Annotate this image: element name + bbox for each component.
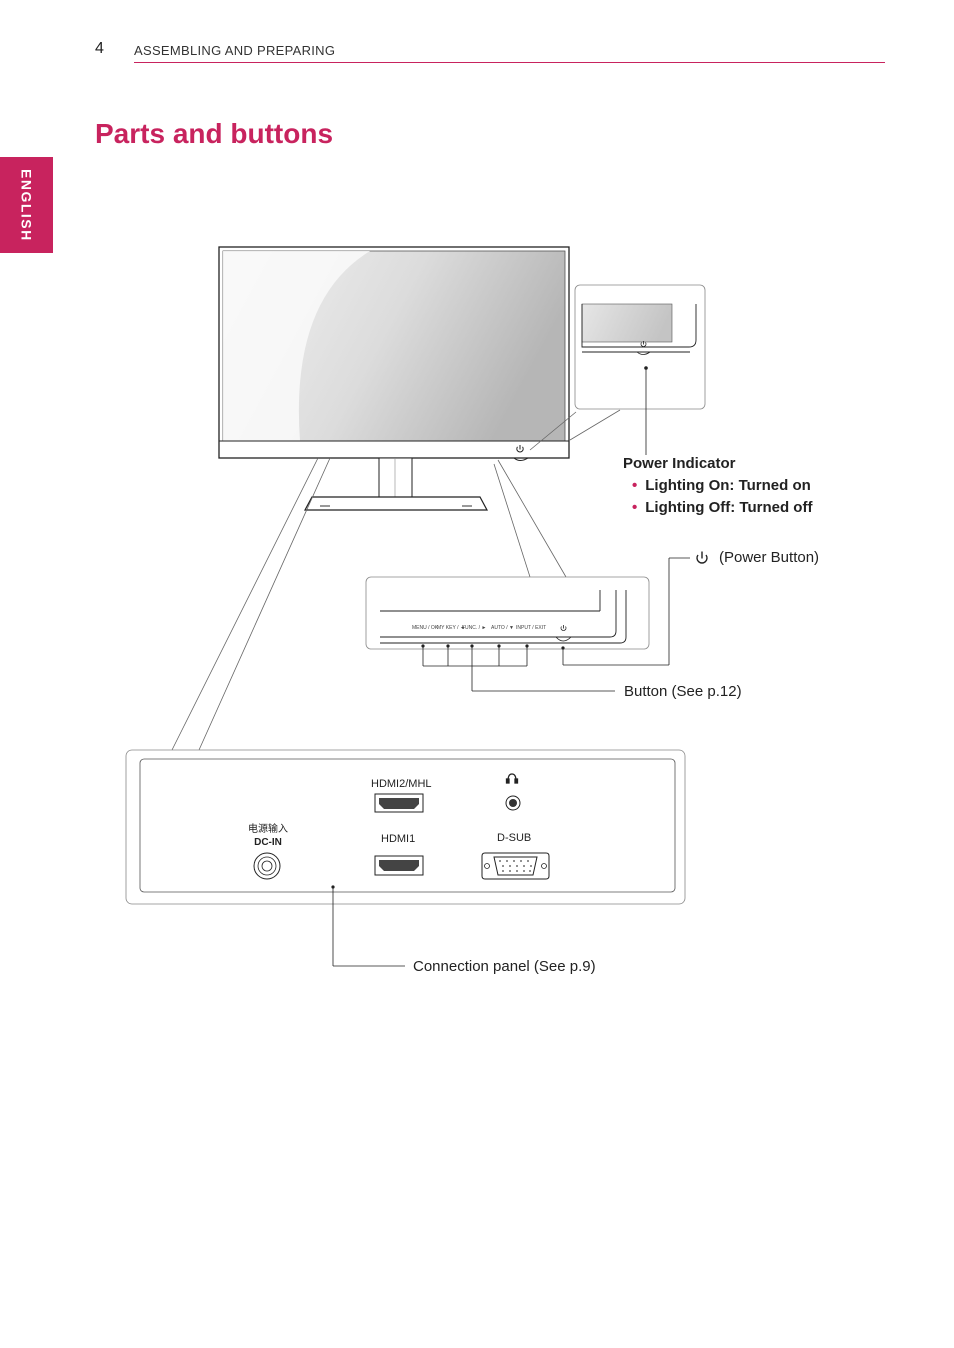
- hdmi2-label: HDMI2/MHL: [371, 778, 432, 790]
- control-button-label: AUTO / ▼: [491, 625, 514, 631]
- control-button-label: FUNC. / ►: [462, 625, 487, 631]
- connection-panel-label: Connection panel (See p.9): [413, 958, 596, 975]
- power-indicator-item-text: Lighting Off: Turned off: [645, 499, 813, 516]
- dsub-port: [481, 852, 550, 880]
- button-panel-zoom: [365, 557, 690, 692]
- control-button-label: MY KEY / ◄: [437, 625, 465, 631]
- control-button-label: INPUT / EXIT: [516, 625, 547, 631]
- dc-in-port: [253, 852, 281, 880]
- page-title: Parts and buttons: [95, 118, 334, 149]
- section-title: ASSEMBLING AND PREPARING: [134, 43, 336, 58]
- power-indicator-item-text: Lighting On: Turned on: [645, 477, 811, 494]
- page-number: 4: [95, 40, 104, 57]
- bullet-icon: •: [632, 499, 638, 516]
- power-icon: [516, 445, 524, 453]
- headphone-icon: [505, 773, 519, 784]
- dc-in-label: DC-IN: [254, 837, 282, 848]
- power-indicator-title: Power Indicator: [623, 455, 736, 472]
- header-rule: [134, 62, 885, 63]
- hdmi1-port: [374, 855, 424, 876]
- power-indicator-zoom: [574, 284, 706, 455]
- magnifier-guides: [171, 409, 621, 751]
- power-button-label: (Power Button): [719, 549, 820, 566]
- control-button-label: MENU / OK: [412, 625, 439, 631]
- hdmi2-port: [374, 793, 424, 813]
- bullet-icon: •: [632, 477, 638, 494]
- hdmi1-label: HDMI1: [381, 833, 416, 845]
- headphone-jack: [505, 795, 521, 811]
- button-label: Button (See p.12): [624, 683, 742, 700]
- language-tab: ENGLISH: [0, 157, 53, 253]
- monitor-front: [218, 246, 570, 511]
- power-indicator-item: • Lighting Off: Turned off: [632, 499, 812, 516]
- language-tab-label: ENGLISH: [18, 168, 35, 242]
- dsub-label: D-SUB: [497, 832, 532, 844]
- power-indicator-item: • Lighting On: Turned on: [632, 477, 811, 494]
- connection-panel: [125, 749, 686, 967]
- dc-in-cn-label: 电源输入: [248, 824, 288, 835]
- power-icon: [696, 551, 708, 564]
